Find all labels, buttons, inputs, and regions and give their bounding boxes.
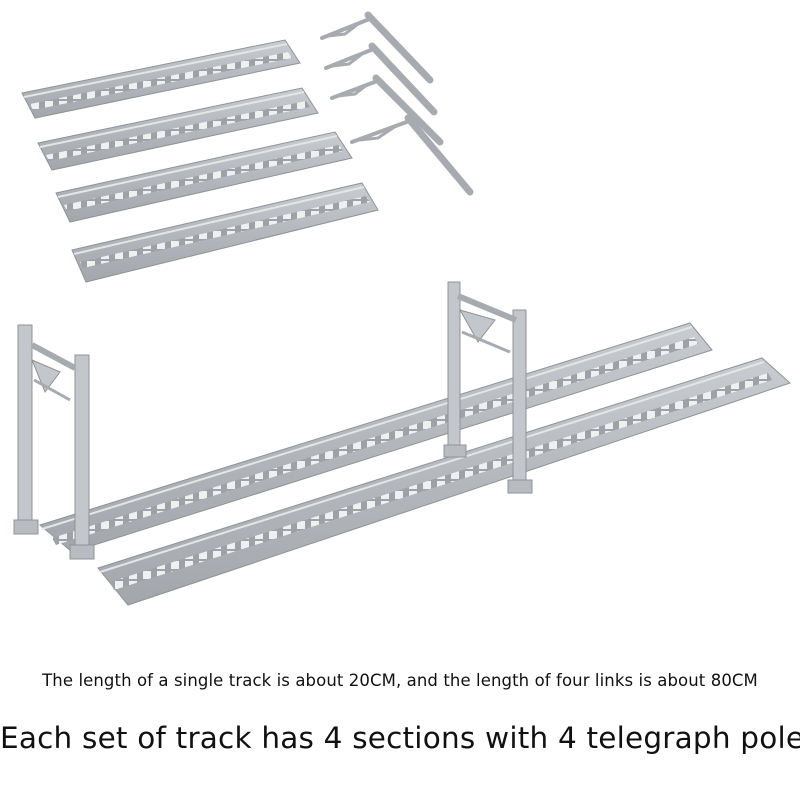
assembled-track-back bbox=[38, 322, 713, 553]
track-section bbox=[71, 182, 379, 283]
telegraph-pole-gantry-right bbox=[443, 281, 533, 494]
pole-piece bbox=[324, 42, 438, 116]
track-section bbox=[37, 87, 319, 171]
track-section bbox=[55, 131, 353, 223]
assembled-track-front bbox=[97, 357, 791, 606]
loose-telegraph-poles bbox=[320, 11, 474, 196]
loose-track-sections bbox=[21, 39, 379, 283]
pole-piece bbox=[350, 114, 474, 196]
telegraph-pole-gantry-left bbox=[13, 324, 95, 560]
assembled-track-layout bbox=[13, 281, 791, 606]
track-length-caption: The length of a single track is about 20… bbox=[42, 671, 758, 690]
track-section bbox=[21, 39, 301, 119]
pole-piece bbox=[330, 74, 444, 146]
set-contents-caption: Each set of track has 4 sections with 4 … bbox=[0, 721, 800, 755]
product-photo bbox=[13, 11, 791, 606]
pole-piece bbox=[320, 11, 434, 84]
